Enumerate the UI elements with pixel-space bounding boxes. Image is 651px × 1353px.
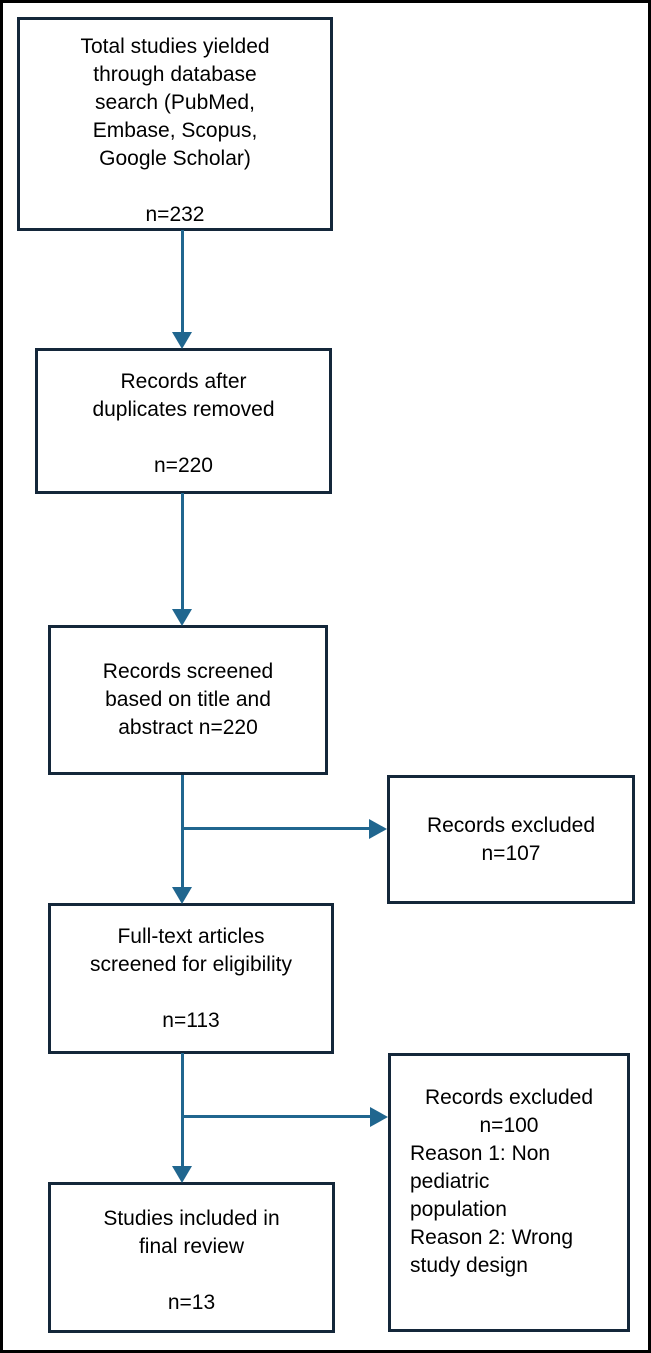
box-text: Records excluded n=107	[426, 813, 596, 865]
arrow-line	[181, 775, 184, 888]
arrow-down-icon	[172, 332, 192, 349]
box-count: n=220	[154, 454, 213, 477]
flow-box-records-excluded-title-abstract: Records excluded n=107	[387, 775, 635, 904]
arrow-right-icon	[369, 819, 387, 839]
exclusion-reasons-text: Reason 1: Non pediatric population Reaso…	[410, 1142, 574, 1277]
box-text: Total studies yielded through database s…	[80, 35, 270, 170]
arrow-line	[181, 493, 184, 610]
box-count: n=13	[167, 1291, 216, 1314]
arrow-down-icon	[172, 887, 192, 904]
flow-box-records-excluded-fulltext: Records excluded n=100 Reason 1: Non ped…	[388, 1053, 630, 1332]
box-count: n=113	[162, 1009, 220, 1032]
flow-box-database-search: Total studies yielded through database s…	[17, 17, 333, 231]
flow-box-duplicates-removed: Records after duplicates removed n=220	[35, 348, 332, 494]
flow-box-records-screened: Records screened based on title and abst…	[48, 625, 328, 775]
flow-box-final-review: Studies included in final review n=13	[48, 1182, 335, 1333]
arrow-down-icon	[172, 1166, 192, 1183]
flow-box-fulltext-screened: Full-text articles screened for eligibil…	[48, 903, 334, 1054]
arrow-down-icon	[172, 609, 192, 626]
branch-line	[182, 827, 369, 830]
box-count: n=232	[145, 203, 205, 226]
box-text: Studies included in final review	[103, 1207, 280, 1258]
arrow-right-icon	[370, 1107, 388, 1127]
box-text: Records screened based on title and abst…	[102, 660, 274, 739]
box-text: Records excluded n=100	[424, 1086, 594, 1137]
arrow-line	[181, 230, 184, 333]
branch-line	[182, 1115, 370, 1118]
box-text: Full-text articles screened for eligibil…	[90, 925, 292, 976]
box-text: Records after duplicates removed	[92, 370, 275, 421]
arrow-line	[181, 1053, 184, 1167]
